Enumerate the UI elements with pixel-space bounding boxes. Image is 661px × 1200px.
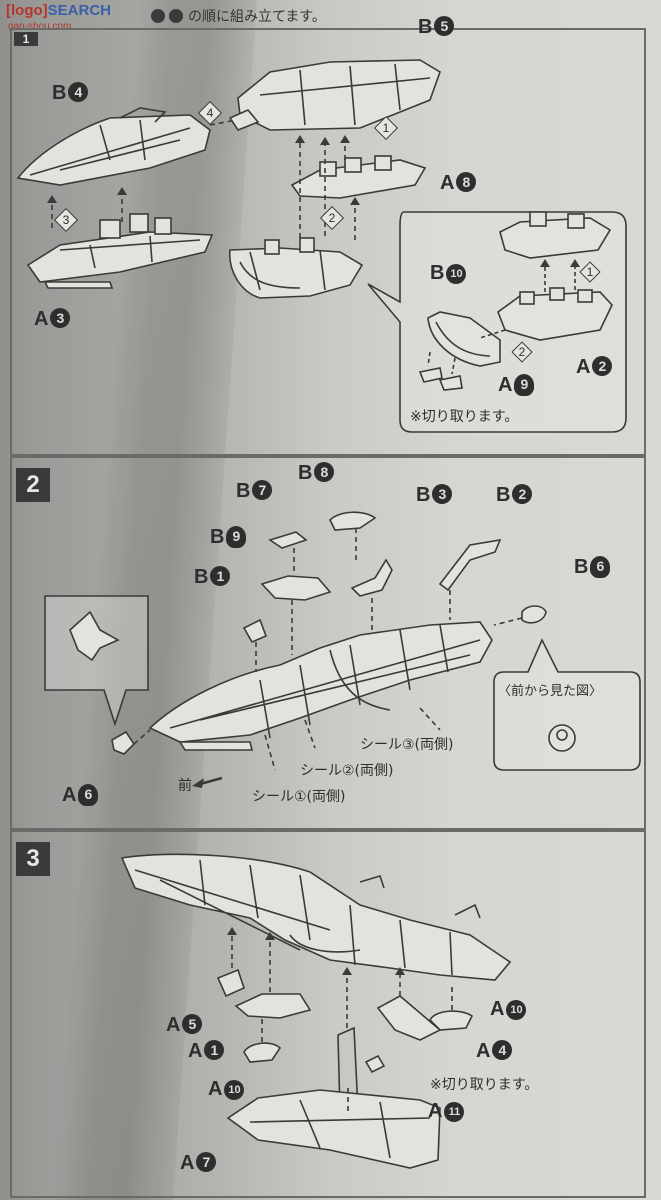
watermark-site: gao-shou.com: [8, 21, 72, 32]
step1-panel: [10, 28, 646, 456]
step3-badge: 3: [16, 842, 50, 876]
part-cradle-drawing: [229, 237, 364, 299]
order-mark-1: 1: [383, 121, 390, 135]
part-b4-drawing: [16, 107, 211, 186]
watermark-brand: [logo]: [6, 2, 48, 19]
order-mark-2-callout: 2: [519, 345, 526, 359]
step1-cut-note: ※切り取ります。: [410, 409, 519, 425]
order-mark-2: 2: [329, 211, 336, 225]
header-instruction: の順に組み立てます。: [150, 6, 326, 26]
order-marks: 4 1 2 3 1 2: [53, 100, 601, 363]
front-view-title: 〈前から見た図〉: [498, 684, 603, 699]
part-b5-drawing: [228, 59, 441, 131]
front-direction-label: 前: [178, 778, 192, 794]
watermark-search: SEARCH: [47, 2, 111, 19]
step2-badge: 2: [16, 468, 50, 502]
step1-badge: 1: [14, 32, 38, 46]
watermark-logo: [logo]SEARCH gao-shou.com: [2, 2, 177, 36]
step3-panel: [10, 830, 646, 1198]
part-a3-drawing: [26, 213, 214, 289]
order-mark-3: 3: [63, 213, 70, 227]
seal-2-label: シール②(両側): [300, 763, 394, 779]
seal-3-label: シール③(両側): [360, 737, 454, 753]
step3-cut-note: ※切り取ります。: [430, 1077, 539, 1093]
order-mark-4: 4: [207, 106, 214, 120]
order-mark-1-callout: 1: [587, 265, 594, 279]
step2-panel: [10, 456, 646, 830]
circled-numbers-icon: [151, 9, 183, 23]
seal-1-label: シール①(両側): [252, 789, 346, 805]
